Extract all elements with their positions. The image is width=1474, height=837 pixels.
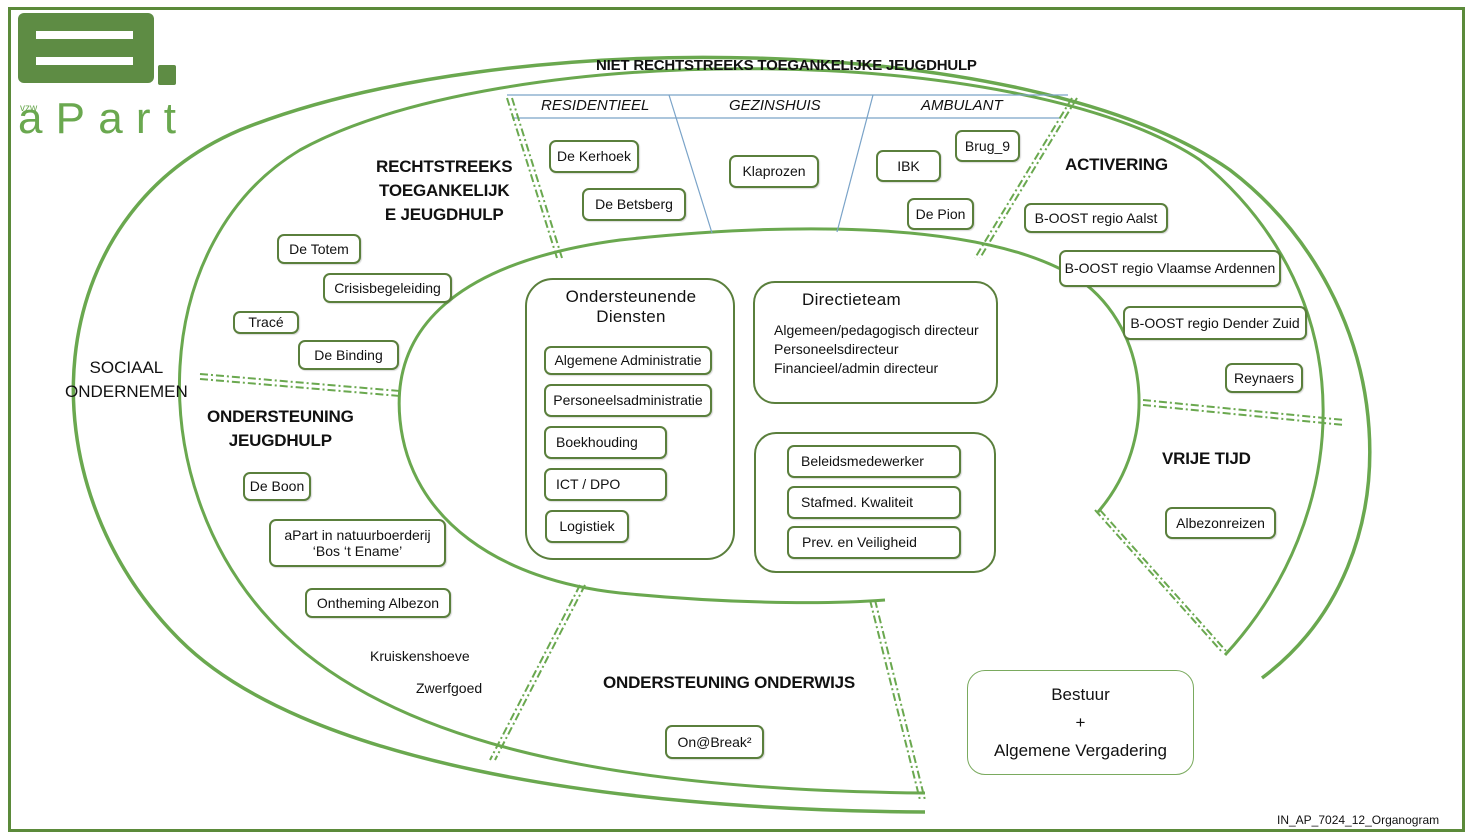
unit-de-binding[interactable]: De Binding [298,340,399,370]
logo-mark-icon: vzw aPart [18,13,176,143]
column-divider-2 [836,94,874,233]
unit-boost-dender-zuid[interactable]: B-OOST regio Dender Zuid [1123,306,1307,340]
heading-line: E JEUGDHULP [384,205,504,224]
unit-de-boon[interactable]: De Boon [243,472,311,501]
outer-ring [71,55,1372,814]
unit-algemene-administratie[interactable]: Algemene Administratie [544,346,712,375]
algemene-vergadering-label: Algemene Vergadering [994,740,1167,760]
separator-top-right-a [974,97,1073,259]
unit-line: aPart in natuurboerderij [284,526,431,543]
heading-line: JEUGDHULP [228,431,332,450]
unit-zwerfgoed: Zwerfgoed [416,680,483,696]
page-frame [8,7,1465,832]
directieteam-title: Directieteam [802,290,902,309]
unit-reynaers[interactable]: Reynaers [1225,363,1303,393]
separator-top-left-b [511,97,563,259]
unit-brug-9[interactable]: Brug_9 [955,130,1020,162]
unit-de-pion[interactable]: De Pion [907,198,974,230]
label-line: SOCIAAL [89,358,164,377]
column-divider-1 [668,94,713,234]
unit-boost-aalst[interactable]: B-OOST regio Aalst [1024,203,1168,233]
unit-boost-vlaamse-ardennen[interactable]: B-OOST regio Vlaamse Ardennen [1059,250,1281,287]
heading-line: TOEGANKELIJK [378,181,510,200]
heading-rechtstreeks: RECHTSTREEKS TOEGANKELIJK E JEUGDHULP [376,155,513,227]
label-line: ONDERNEMEN [65,382,188,401]
separator-bottom-right-a [869,599,921,801]
director-personnel: Personeelsdirecteur [774,341,899,357]
unit-de-kerhoek[interactable]: De Kerhoek [549,140,639,173]
heading-line: RECHTSTREEKS [376,157,513,176]
heading-line: ONDERSTEUNING [207,407,354,426]
label-sociaal-ondernemen: SOCIAAL ONDERNEMEN [65,356,188,404]
unit-ict-dpo[interactable]: ICT / DPO [544,468,667,501]
unit-kruiskenshoeve: Kruiskenshoeve [370,648,470,664]
apart-logo: vzw aPart [18,13,178,143]
group-title-ondersteunende-diensten: Ondersteunende Diensten [545,287,717,327]
separator-right-b [1142,404,1345,426]
unit-line: ‘Bos ‘t Ename’ [312,543,403,559]
svg-text:aPart: aPart [18,94,176,135]
bestuur-algemene-vergadering[interactable]: Bestuur + Algemene Vergadering [967,670,1194,775]
separator-top-right-b [979,97,1078,259]
unit-trace[interactable]: Tracé [233,311,299,334]
directieteam-members: Algemeen/pedagogisch directeur Personeel… [774,321,979,378]
unit-albezonreizen[interactable]: Albezonreizen [1165,507,1276,539]
column-residentieel: RESIDENTIEEL [541,97,650,114]
separator-bottom-left-b [494,584,586,761]
unit-de-betsberg[interactable]: De Betsberg [582,188,686,221]
separator-right-a [1142,399,1345,421]
unit-boekhouding[interactable]: Boekhouding [544,426,667,459]
unit-stafmed-kwaliteit[interactable]: Stafmed. Kwaliteit [787,486,961,519]
heading-ondersteuning-onderwijs: ONDERSTEUNING ONDERWIJS [603,673,856,692]
middle-ring [178,67,1325,795]
separator-bottom-left-a [489,584,581,761]
column-ambulant: AMBULANT [921,97,1003,114]
separator-left-a [199,373,401,392]
unit-logistiek[interactable]: Logistiek [545,510,629,543]
unit-ibk[interactable]: IBK [876,150,941,182]
group-title-line: Diensten [596,307,666,326]
inner-ring [397,227,1141,605]
unit-crisisbegeleiding[interactable]: Crisisbegeleiding [323,273,452,303]
separator-left-b [199,378,401,397]
unit-ontheming-albezon[interactable]: Ontheming Albezon [305,588,451,618]
director-finance: Financieel/admin directeur [774,360,939,376]
unit-beleidsmedewerker[interactable]: Beleidsmedewerker [787,445,961,478]
unit-prev-veiligheid[interactable]: Prev. en Veiligheid [787,526,961,559]
svg-text:vzw: vzw [20,103,38,114]
heading-ondersteuning-jeugdhulp: ONDERSTEUNING JEUGDHULP [207,405,354,453]
director-general: Algemeen/pedagogisch directeur [774,322,979,338]
unit-on-break[interactable]: On@Break² [665,725,764,759]
heading-activering: ACTIVERING [1065,155,1168,174]
separator-top-left-a [506,97,558,259]
group-directieteam [753,281,998,404]
unit-natuurboerderij[interactable]: aPart in natuurboerderij ‘Bos ‘t Ename’ [269,519,446,567]
bestuur-label: Bestuur [1051,684,1110,704]
document-code: IN_AP_7024_12_Organogram [1277,813,1440,827]
heading-niet-rechtstreeks: NIET RECHTSTREEKS TOEGANKELIJKE JEUGDHUL… [596,57,977,74]
group-title-line: Ondersteunende [565,287,697,306]
column-gezinshuis: GEZINSHUIS [729,97,821,114]
separator-bottom-right-b [874,599,926,801]
unit-personeelsadministratie[interactable]: Personeelsadministratie [544,384,712,417]
plus-sign: + [1075,712,1086,732]
heading-vrije-tijd: VRIJE TIJD [1162,449,1251,468]
unit-de-totem[interactable]: De Totem [277,234,361,264]
unit-klaprozen[interactable]: Klaprozen [729,155,819,188]
